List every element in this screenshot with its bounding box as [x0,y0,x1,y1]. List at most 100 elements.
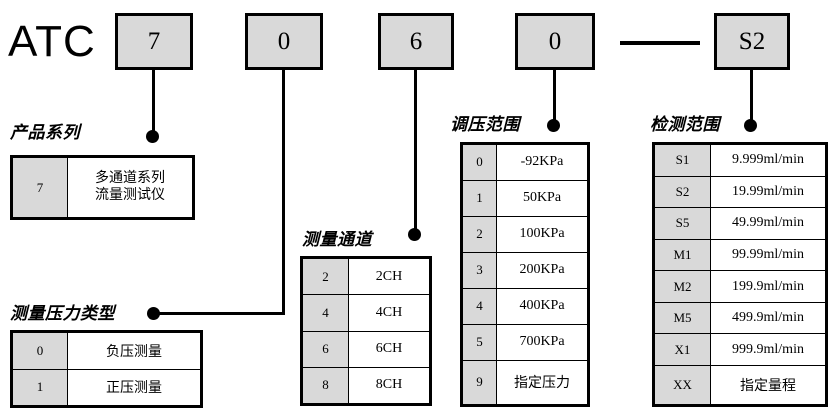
table-row[interactable]: 1 50KPa [462,179,588,217]
cell-value: 4CH [348,294,430,332]
table-row[interactable]: 8 8CH [302,366,430,405]
cell-key: XX [654,364,711,406]
table-row[interactable]: 6 6CH [302,330,430,368]
cell-key: 1 [462,179,497,217]
cell-key: X1 [654,333,711,366]
model-prefix-atc: ATC [8,17,96,66]
cell-value-line2: 流量测试仪 [95,187,165,203]
connector-pressure-type-horizontal [152,312,285,315]
label-detection-range: 检测范围 [650,115,720,134]
cell-key: M2 [654,270,711,303]
cell-key: 1 [12,368,68,406]
code-box-detection-range-value: S2 [738,27,766,55]
cell-value: 负压测量 [67,332,201,370]
connector-series-dot [146,130,159,143]
code-box-pressure-range-value: 0 [548,27,562,55]
table-row[interactable]: S2 19.99ml/min [654,175,826,209]
table-row[interactable]: 3 200KPa [462,251,588,289]
table-row[interactable]: X1 999.9ml/min [654,333,826,366]
cell-value: 199.9ml/min [710,270,826,303]
separator-dash-icon [620,41,700,45]
cell-key: 3 [462,251,497,289]
cell-key: S1 [654,144,711,177]
cell-key: 5 [462,323,497,361]
table-row[interactable]: 2 2CH [302,257,430,296]
connector-series-vertical [152,70,155,137]
code-box-detection-range[interactable]: S2 [714,13,790,70]
cell-value-line1: 多通道系列 [95,171,165,187]
cell-key: 6 [302,330,349,368]
code-box-series-value: 7 [147,27,161,55]
cell-value: 多通道系列 流量测试仪 [67,157,193,218]
table-row[interactable]: 0 负压测量 [12,332,201,370]
cell-value: 999.9ml/min [710,333,826,366]
code-box-pressure-type-value: 0 [277,27,291,55]
cell-value: 499.9ml/min [710,301,826,335]
cell-value: 2CH [348,257,430,296]
connector-channels-dot [408,228,421,241]
table-measure-channel: 2 2CH 4 4CH 6 6CH 8 8CH [300,256,432,406]
code-box-channels-value: 6 [409,27,423,55]
cell-key: 8 [302,366,349,405]
cell-key: M5 [654,301,711,335]
table-row[interactable]: 5 700KPa [462,323,588,361]
connector-detection-range-dot [744,119,757,132]
table-row[interactable]: 2 100KPa [462,215,588,253]
table-row[interactable]: 1 正压测量 [12,368,201,406]
code-box-pressure-range[interactable]: 0 [515,13,595,70]
cell-value: 700KPa [496,323,588,361]
connector-pressure-type-dot [147,307,160,320]
code-box-pressure-type[interactable]: 0 [245,13,323,70]
cell-value: 50KPa [496,179,588,217]
label-product-series: 产品系列 [10,123,80,142]
cell-value: 正压测量 [67,368,201,406]
cell-value: 指定量程 [710,364,826,406]
cell-value: 49.99ml/min [710,207,826,240]
cell-key: 2 [302,257,349,296]
table-row[interactable]: 0 -92KPa [462,144,588,181]
table-row[interactable]: S1 9.999ml/min [654,144,826,177]
table-row[interactable]: M1 99.99ml/min [654,238,826,272]
table-row[interactable]: 9 指定压力 [462,359,588,406]
table-row[interactable]: XX 指定量程 [654,364,826,406]
cell-key: 0 [462,144,497,181]
cell-value: 100KPa [496,215,588,253]
cell-key: 7 [12,157,68,218]
table-product-series: 7 多通道系列 流量测试仪 [10,155,195,220]
cell-value: 99.99ml/min [710,238,826,272]
label-pressure-type: 测量压力类型 [10,304,115,323]
table-pressure-type: 0 负压测量 1 正压测量 [10,330,203,408]
connector-channels-vertical [414,70,417,235]
cell-value: 9.999ml/min [710,144,826,177]
cell-key: M1 [654,238,711,272]
cell-value: 指定压力 [496,359,588,406]
cell-value: 200KPa [496,251,588,289]
label-pressure-range: 调压范围 [450,115,520,134]
cell-value: 6CH [348,330,430,368]
cell-key: 0 [12,332,68,370]
code-box-channels[interactable]: 6 [378,13,454,70]
connector-pressure-range-dot [547,119,560,132]
cell-key: 4 [462,287,497,325]
table-row[interactable]: 4 4CH [302,294,430,332]
table-row[interactable]: S5 49.99ml/min [654,207,826,240]
cell-key: 4 [302,294,349,332]
connector-pressure-type-vertical [282,70,285,315]
cell-key: S5 [654,207,711,240]
table-row[interactable]: M5 499.9ml/min [654,301,826,335]
cell-value: -92KPa [496,144,588,181]
cell-value: 400KPa [496,287,588,325]
cell-key: S2 [654,175,711,209]
table-detection-range: S1 9.999ml/min S2 19.99ml/min S5 49.99ml… [652,142,828,407]
cell-value: 19.99ml/min [710,175,826,209]
table-row[interactable]: M2 199.9ml/min [654,270,826,303]
table-row[interactable]: 7 多通道系列 流量测试仪 [12,157,193,218]
code-box-series[interactable]: 7 [115,13,193,70]
cell-key: 9 [462,359,497,406]
table-row[interactable]: 4 400KPa [462,287,588,325]
connector-pressure-range-vertical [553,70,556,125]
table-pressure-range: 0 -92KPa 1 50KPa 2 100KPa 3 200KPa 4 400… [460,142,590,407]
cell-key: 2 [462,215,497,253]
connector-detection-range-vertical [750,70,753,125]
label-measure-channel: 测量通道 [302,230,372,249]
